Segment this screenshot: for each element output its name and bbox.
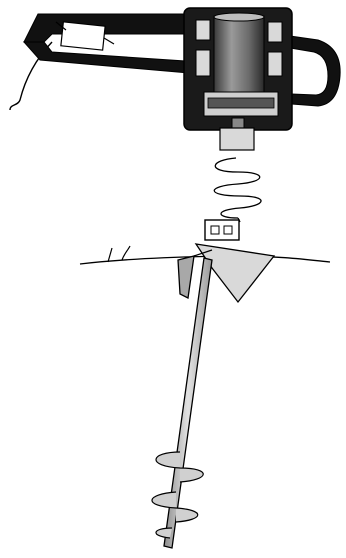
bracket-icon	[178, 244, 274, 302]
anchor-eye-icon	[205, 220, 239, 240]
spring-icon	[214, 158, 261, 222]
engine-motor-icon	[184, 8, 292, 130]
throttle-icon	[56, 22, 114, 50]
